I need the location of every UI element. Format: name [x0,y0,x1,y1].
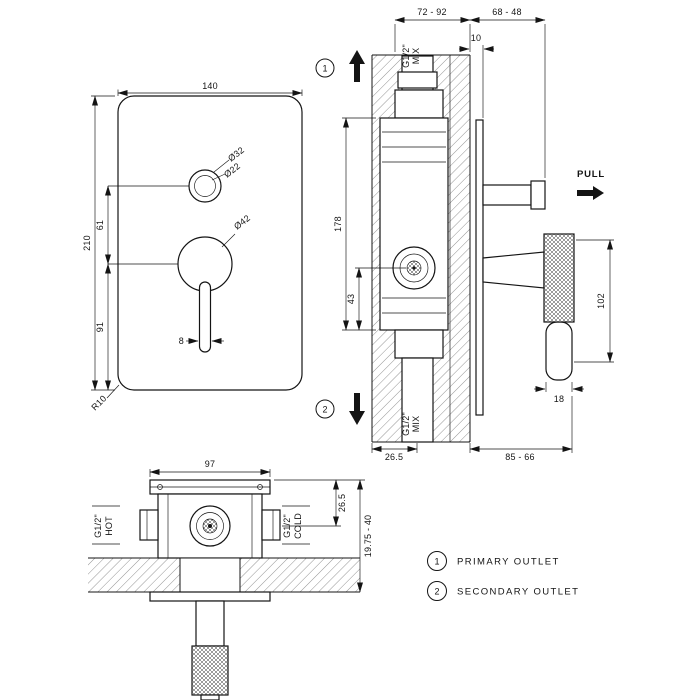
depth-range-label: 19.75 - 40 [363,515,373,558]
section-view: PULL 72 - 92 68 - 48 10 G1/2" MIX G1/2" … [315,7,614,462]
plate-gap-label: 10 [471,33,481,43]
legend-2-number: 2 [434,587,439,597]
handle-end-label: 18 [554,394,564,404]
outlet-offset-label: 43 [346,294,356,304]
primary-outlet-callout: 1 [315,50,365,82]
cold-label-group: G1/2" COLD [282,505,310,545]
front-height-dimension: 210 [82,95,115,391]
knob-protrusion-dimension: 68 - 48 [469,7,546,178]
callout-1-number: 1 [322,64,327,74]
pull-callout: PULL [577,169,605,200]
mix-bottom-word-label: MIX [411,416,421,433]
body-offset-label: 26.5 [337,494,347,512]
valve-main-body [379,117,449,331]
bottom-width-dimension: 97 [149,459,271,477]
hot-inlet-port [139,509,159,541]
hot-label-group: G1/2" HOT [92,505,120,545]
body-offset-dimension: 26.5 [274,479,365,527]
pull-diverter-knob [482,180,546,210]
valve-body [379,55,449,443]
handle-length-label: 102 [596,293,606,309]
secondary-outlet-callout: 2 [315,393,365,425]
escutcheon-plate-section [475,119,484,416]
callout-2-number: 2 [322,405,327,415]
top-union-nut [397,71,438,89]
corner-radius-callout: R10 [89,384,120,412]
cold-inlet-port [261,509,281,541]
front-view: 140 210 61 91 Ø32 Ø22 [82,81,303,412]
front-spacing-dimensions: 61 91 [95,185,189,391]
handle-section [482,233,575,381]
handle-bottom-view [149,591,271,700]
down-arrow-icon [349,393,365,425]
pipe-offset-label: 26.5 [385,452,403,462]
front-spacing-lower-label: 91 [95,322,105,332]
escutcheon-plate-bottom [149,591,271,602]
bottom-width-label: 97 [205,459,215,469]
pull-label: PULL [577,169,605,180]
plate-gap-dimension: 10 [459,33,494,118]
legend-item-secondary: 2 SECONDARY OUTLET [427,581,579,601]
mix-top-word-label: MIX [411,48,421,65]
front-width-label: 140 [202,81,218,91]
pull-arrow-icon [577,186,604,200]
lever-width-label: 8 [179,336,184,346]
handle-range-label: 85 - 66 [505,452,534,462]
legend-item-primary: 1 PRIMARY OUTLET [427,551,560,571]
mix-bottom-thread-label: G1/2" [401,412,411,436]
front-height-label: 210 [82,235,92,251]
handle-length-dimension: 102 [574,239,614,363]
hot-thread-label: G1/2" [93,514,103,538]
front-spacing-upper-label: 61 [95,220,105,230]
legend-1-number: 1 [434,557,439,567]
body-height-label: 178 [333,216,343,232]
recess-depth-dimension: 72 - 92 [394,7,471,52]
handle-range-dimension: 85 - 66 [469,396,573,462]
up-arrow-icon [349,50,365,82]
bottom-view: 97 G1/2" HOT [88,459,373,700]
recess-depth-label: 72 - 92 [417,7,446,17]
wall-section-bottom [88,557,360,593]
pipe-offset-dimension: 26.5 [371,443,418,462]
mix-top-thread-label: G1/2" [401,44,411,68]
legend-1-label: PRIMARY OUTLET [457,557,560,568]
hot-word-label: HOT [104,516,114,536]
knob-protrusion-label: 68 - 48 [492,7,521,17]
outlet-offset-dimension: 43 [346,267,406,331]
bottom-outlet-pipe [401,357,434,443]
handle-end-dimension: 18 [534,382,584,404]
handle-bar [545,321,573,381]
depth-range-dimension: 19.75 - 40 [357,479,373,593]
legend: 1 PRIMARY OUTLET 2 SECONDARY OUTLET [427,551,579,601]
legend-2-label: SECONDARY OUTLET [457,587,579,598]
corner-radius-label: R10 [89,393,108,412]
valve-body-bottom [139,479,281,559]
front-width-dimension: 140 [117,81,303,96]
lever-handle [198,281,212,353]
